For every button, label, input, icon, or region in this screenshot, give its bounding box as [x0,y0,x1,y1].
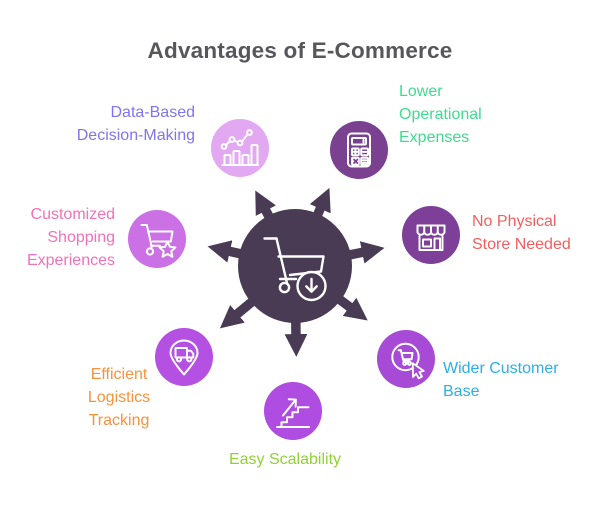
hub-circle [238,209,352,323]
node-label-data-based-decision-making: Data-Based Decision-Making [76,104,195,144]
hub-cart-download-icon [263,237,327,302]
truck-pin-icon [169,339,199,376]
node-circle-easy-scalability [264,382,322,440]
node-circle-efficient-logistics-tracking [155,328,213,386]
cart-star-icon [140,224,177,258]
node-circle-no-physical-store-needed [402,206,460,264]
bar-chart-trend-icon [220,129,259,166]
node-label-lower-operational-expenses: Lower Operational Expenses [399,83,482,146]
page-title: Advantages of E-Commerce [147,38,453,63]
node-label-easy-scalability: Easy Scalability [228,451,342,468]
node-circle-customized-shopping-experiences [128,210,186,268]
node-label-efficient-logistics-tracking: Efficient Logistics Tracking [87,366,151,429]
node-label-customized-shopping-experiences: Customized Shopping Experiences [26,206,115,269]
node-circle-wider-customer-base [377,330,435,388]
node-circle-data-based-decision-making [211,119,269,177]
stairs-growth-icon [276,398,310,428]
node-label-wider-customer-base: Wider Customer Base [443,360,559,400]
calculator-icon [347,132,371,168]
cart-cursor-icon [391,342,425,380]
node-circle-lower-operational-expenses [330,121,388,179]
node-label-no-physical-store-needed: No Physical Store Needed [472,213,571,253]
storefront-icon [416,224,446,251]
